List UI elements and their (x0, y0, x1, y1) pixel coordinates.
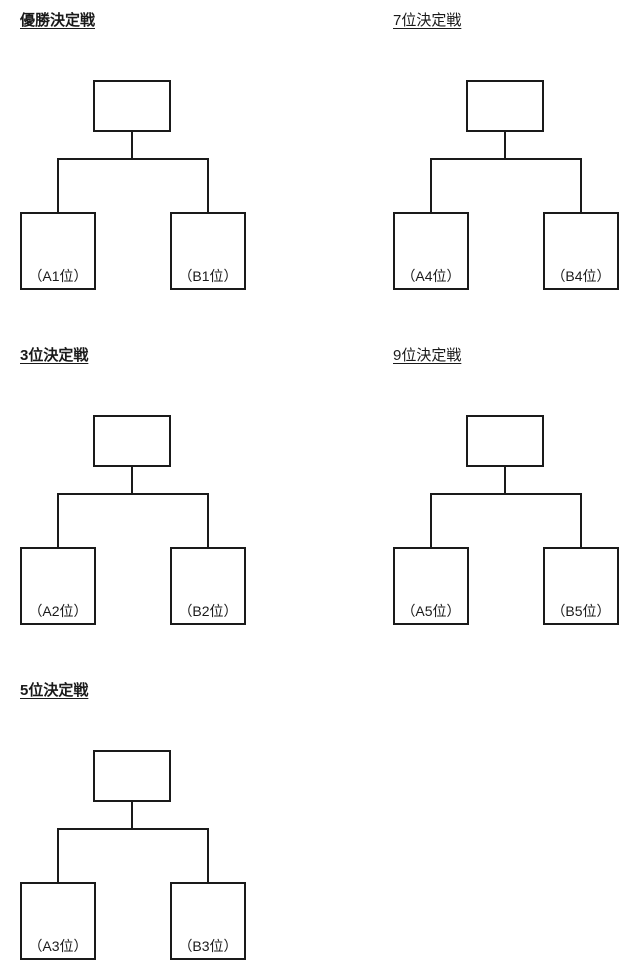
seed-label-third-place-right: （B2位） (178, 603, 238, 619)
connector-drop-left-fifth-place (57, 828, 59, 882)
result-box-ninth-place[interactable] (466, 415, 544, 467)
bracket-title-third-place: 3位決定戦 (20, 347, 89, 364)
seed-box-ninth-place-right[interactable]: （B5位） (543, 547, 619, 625)
connector-drop-left-championship (57, 158, 59, 212)
connector-stem-ninth-place (504, 467, 506, 495)
bracket-third-place: 3位決定戦 （A2位） （B2位） (0, 345, 300, 645)
bracket-title-ninth-place: 9位決定戦 (393, 347, 462, 364)
result-box-third-place[interactable] (93, 415, 171, 467)
connector-rail-ninth-place (430, 493, 582, 495)
seed-box-championship-left[interactable]: （A1位） (20, 212, 96, 290)
connector-stem-championship (131, 132, 133, 160)
connector-rail-championship (57, 158, 209, 160)
connector-drop-right-championship (207, 158, 209, 212)
bracket-championship: 優勝決定戦 （A1位） （B1位） (0, 10, 300, 310)
connector-stem-third-place (131, 467, 133, 495)
seed-box-third-place-right[interactable]: （B2位） (170, 547, 246, 625)
result-box-championship[interactable] (93, 80, 171, 132)
bracket-title-fifth-place: 5位決定戦 (20, 682, 89, 699)
connector-drop-right-seventh-place (580, 158, 582, 212)
bracket-fifth-place: 5位決定戦 （A3位） （B3位） (0, 680, 300, 980)
connector-stem-seventh-place (504, 132, 506, 160)
result-box-seventh-place[interactable] (466, 80, 544, 132)
connector-stem-fifth-place (131, 802, 133, 830)
connector-rail-fifth-place (57, 828, 209, 830)
connector-drop-left-third-place (57, 493, 59, 547)
connector-rail-third-place (57, 493, 209, 495)
connector-rail-seventh-place (430, 158, 582, 160)
seed-box-third-place-left[interactable]: （A2位） (20, 547, 96, 625)
seed-box-fifth-place-right[interactable]: （B3位） (170, 882, 246, 960)
seed-label-championship-right: （B1位） (178, 268, 238, 284)
seed-box-championship-right[interactable]: （B1位） (170, 212, 246, 290)
result-box-fifth-place[interactable] (93, 750, 171, 802)
connector-drop-right-ninth-place (580, 493, 582, 547)
bracket-title-championship: 優勝決定戦 (20, 12, 96, 29)
connector-drop-right-third-place (207, 493, 209, 547)
seed-label-fifth-place-right: （B3位） (178, 938, 238, 954)
connector-drop-left-ninth-place (430, 493, 432, 547)
connector-drop-right-fifth-place (207, 828, 209, 882)
seed-label-championship-left: （A1位） (28, 268, 88, 284)
seed-label-seventh-place-left: （A4位） (401, 268, 461, 284)
seed-box-seventh-place-right[interactable]: （B4位） (543, 212, 619, 290)
seed-label-ninth-place-left: （A5位） (401, 603, 461, 619)
seed-label-ninth-place-right: （B5位） (551, 603, 611, 619)
seed-box-fifth-place-left[interactable]: （A3位） (20, 882, 96, 960)
seed-label-seventh-place-right: （B4位） (551, 268, 611, 284)
bracket-ninth-place: 9位決定戦 （A5位） （B5位） (373, 345, 638, 645)
seed-label-third-place-left: （A2位） (28, 603, 88, 619)
seed-label-fifth-place-left: （A3位） (28, 938, 88, 954)
seed-box-ninth-place-left[interactable]: （A5位） (393, 547, 469, 625)
bracket-title-seventh-place: 7位決定戦 (393, 12, 462, 29)
connector-drop-left-seventh-place (430, 158, 432, 212)
seed-box-seventh-place-left[interactable]: （A4位） (393, 212, 469, 290)
bracket-seventh-place: 7位決定戦 （A4位） （B4位） (373, 10, 638, 310)
